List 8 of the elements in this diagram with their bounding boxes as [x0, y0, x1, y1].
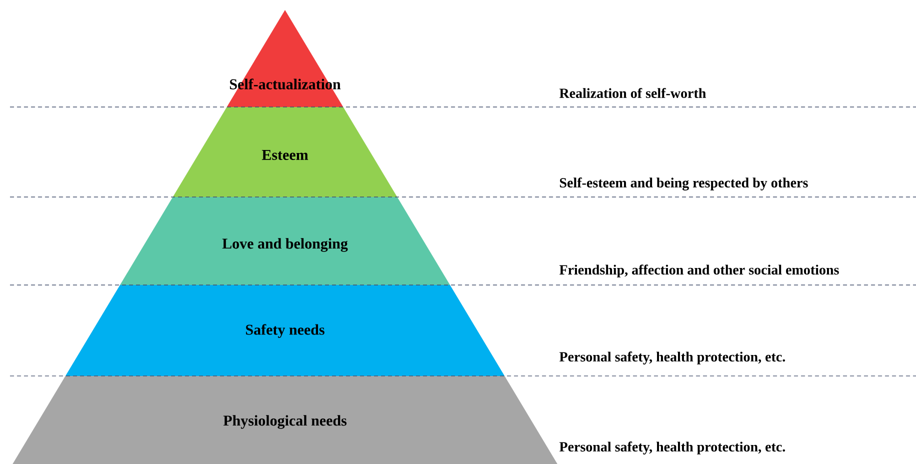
- level-description: Realization of self-worth: [559, 88, 706, 98]
- pyramid-level: Safety needs: [65, 285, 505, 376]
- pyramid-level: Physiological needs: [12, 376, 558, 464]
- level-description: Self-esteem and being respected by others: [560, 178, 808, 190]
- pyramid-level: Love and belonging: [120, 197, 450, 285]
- pyramid-level: Esteem: [172, 107, 398, 197]
- level-description: Friendship, affection and other social emotions: [559, 264, 839, 278]
- level-description: Personal safety, health protection, etc.: [559, 352, 785, 364]
